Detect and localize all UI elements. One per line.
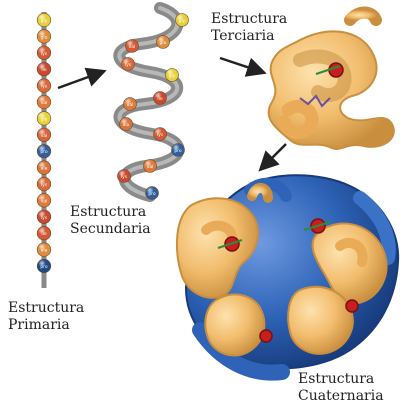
helix-residue-code: glu (160, 40, 167, 46)
label-quaternary-line1: Estructura (298, 371, 384, 388)
primary-structure: gly glu lys ile lys val gly val pro ala lys val lys i… (37, 12, 51, 288)
primary-residue: val (37, 128, 51, 142)
arrow-tertiary-to-quaternary (262, 144, 286, 168)
primary-residue-code: ala (41, 166, 48, 172)
primary-residue-code: pro (40, 149, 48, 155)
primary-residue-code: lys (41, 51, 48, 57)
helix-residue-code: val (127, 102, 134, 108)
primary-residue-code: val (41, 198, 48, 204)
helix-residue-code: lys (121, 174, 128, 180)
helix-residue-code: lys (157, 132, 164, 138)
label-primary-structure: Estructura Primaria (8, 300, 84, 334)
label-tertiary-structure: Estructura Terciaria (211, 11, 287, 45)
primary-residue-code: ile (41, 67, 47, 73)
primary-residue-code: ala (41, 248, 48, 254)
helix-residue: val (124, 98, 137, 111)
tertiary-tube-fold-3 (350, 13, 376, 21)
primary-residue-code: gly (41, 116, 48, 122)
label-primary-line2: Primaria (8, 317, 84, 334)
label-tertiary-line1: Estructura (211, 11, 287, 28)
helix-residue-code: pro (148, 191, 156, 197)
helix-residue: ala (120, 118, 133, 131)
primary-residue-code: ile (41, 231, 47, 237)
label-quaternary-structure: Estructura Cuaternaria (298, 371, 384, 405)
primary-residue: lys (37, 177, 51, 191)
helix-residue-code: pro (174, 148, 182, 154)
quaternary-structure (177, 175, 398, 372)
primary-residue: ile (37, 226, 51, 240)
helix-residue: pro (146, 187, 159, 200)
helix-residue: gly (176, 14, 189, 27)
primary-residue: val (37, 194, 51, 208)
quaternary-tan-subunit-bottom-left (205, 294, 264, 355)
helix-residue: lys (118, 170, 131, 183)
primary-residue-code: lys (41, 84, 48, 90)
primary-residue: lys (37, 46, 51, 60)
primary-residue: ile (37, 62, 51, 76)
label-tertiary-line2: Terciaria (211, 28, 287, 45)
primary-residue-code: val (41, 133, 48, 139)
primary-residue: val (37, 95, 51, 109)
primary-residue-code: pro (40, 264, 48, 270)
helix-residue: lys (154, 128, 167, 141)
helix-residue-code: ile (157, 96, 163, 102)
helix-residue-code: gly (169, 73, 176, 79)
primary-residue-code: val (41, 100, 48, 106)
arrow-primary-to-secondary (58, 72, 102, 88)
quaternary-heme-4 (346, 300, 358, 312)
primary-residue: ala (37, 161, 51, 175)
helix-residue: pro (172, 144, 185, 157)
secondary-structure: gly glu val lys gly ile val ala lys pro val lys pro (118, 8, 189, 200)
helix-residue: lys (122, 58, 135, 71)
helix-residue: val (144, 160, 157, 173)
primary-residue: lys (37, 79, 51, 93)
helix-residue: glu (157, 36, 170, 49)
helix-residue-code: ala (123, 122, 130, 128)
label-quaternary-line2: Cuaternaria (298, 388, 384, 405)
primary-residue: pro (37, 259, 51, 273)
primary-residue-code: gly (41, 18, 48, 24)
helix-residue-code: lys (125, 62, 132, 68)
quaternary-tan-subunit-bottom-right (288, 287, 353, 354)
primary-residue-code: glu (41, 34, 48, 40)
primary-residue: ala (37, 243, 51, 257)
primary-residue: lys (37, 210, 51, 224)
label-secondary-line1: Estructura (70, 204, 151, 221)
primary-residue-code: lys (41, 215, 48, 221)
primary-residue: gly (37, 13, 51, 27)
label-secondary-line2: Secundaria (70, 221, 151, 238)
helix-residue-code: val (129, 44, 136, 50)
tertiary-structure (269, 13, 394, 149)
helix-residue: val (126, 40, 139, 53)
primary-residue: pro (37, 144, 51, 158)
primary-residue: glu (37, 30, 51, 44)
quaternary-heme-3 (260, 330, 272, 342)
helix-residue: gly (166, 69, 179, 82)
primary-residue-code: lys (41, 182, 48, 188)
label-secondary-structure: Estructura Secundaria (70, 204, 151, 238)
helix-residue: ile (154, 92, 167, 105)
label-primary-line1: Estructura (8, 300, 84, 317)
arrow-secondary-to-tertiary (220, 58, 262, 72)
primary-residue: gly (37, 112, 51, 126)
helix-residue-code: gly (179, 18, 186, 24)
helix-residue-code: val (147, 164, 154, 170)
